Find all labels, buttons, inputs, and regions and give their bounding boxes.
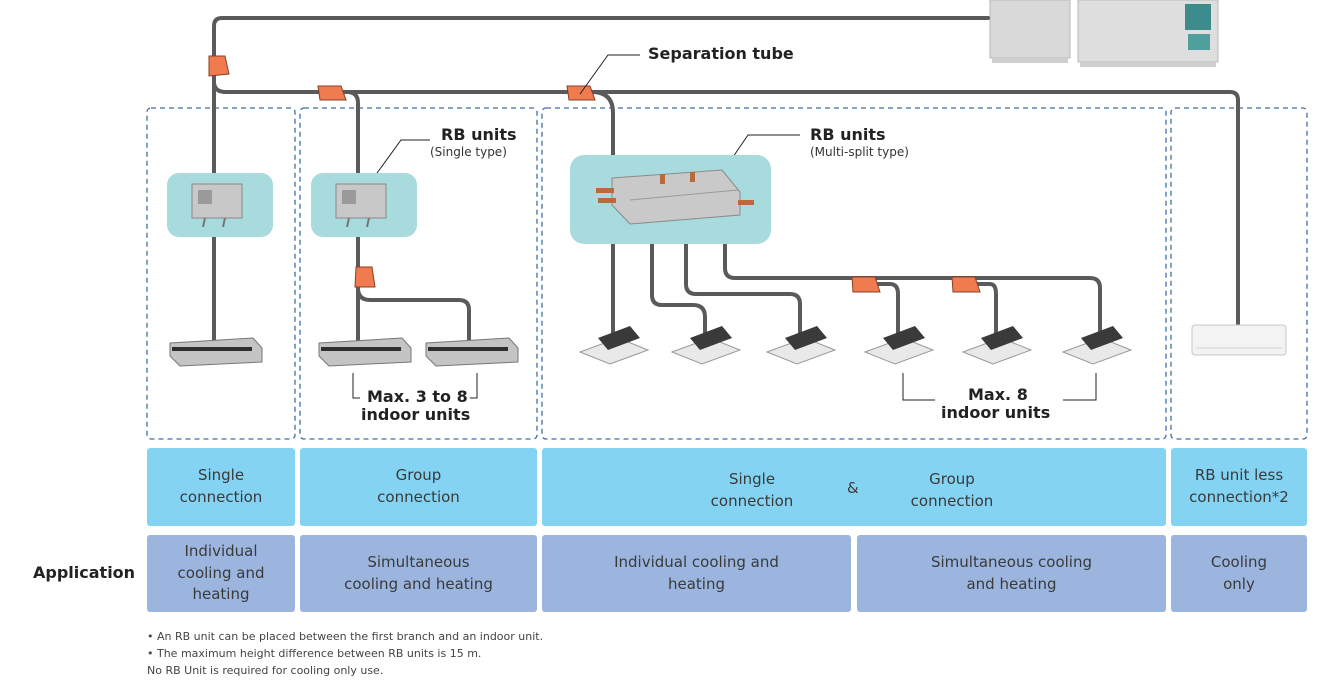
connection-text: RB unit less (1194, 466, 1284, 485)
rb-unit-single-icon (167, 173, 273, 237)
outdoor-unit-icon (989, 0, 1219, 67)
rb-multi-title: RB units (810, 125, 886, 144)
connection-cell-rb-less: RB unit less connection*2 (1171, 448, 1307, 526)
cassette-indoor-unit-icon (961, 326, 1033, 365)
connection-text: connection (377, 488, 460, 506)
wall-mounted-indoor-unit-icon (1191, 324, 1287, 356)
application-text: Simultaneous (367, 552, 470, 571)
connection-text: connection (910, 491, 994, 510)
cassette-indoor-unit-icon (670, 326, 742, 365)
application-cell: Individual cooling and heating (542, 535, 851, 612)
ampersand: & (847, 479, 859, 497)
refrigerant-piping (212, 16, 1240, 352)
separation-tube-label: Separation tube (648, 44, 794, 63)
application-text: Individual (184, 541, 258, 560)
group-box-group (299, 107, 538, 440)
footnote: No RB Unit is required for cooling only … (147, 664, 384, 677)
cassette-indoor-unit-icon (1061, 326, 1133, 365)
ducted-indoor-unit-icon (318, 337, 412, 367)
application-text: Individual cooling and (614, 552, 779, 571)
application-cell: Simultaneous cooling and heating (857, 535, 1166, 612)
connection-text: Group (929, 470, 975, 488)
separation-tube-icon (354, 266, 376, 288)
rb-unit-single-icon (311, 173, 417, 237)
group-max-line2: indoor units (361, 405, 471, 424)
connection-cell-single-and-group: Single connection & Group connection (542, 448, 1166, 526)
separation-tube-icons (208, 55, 981, 293)
rb-single-subtitle: (Single type) (430, 145, 507, 159)
connection-cell-single: Single connection (147, 448, 295, 526)
connection-text: Single (197, 466, 245, 485)
rb-single-title: RB units (441, 125, 517, 144)
footnotes: • An RB unit can be placed between the f… (147, 628, 543, 679)
connection-cell-group: Group connection (300, 448, 537, 526)
ducted-indoor-unit-icon (425, 337, 519, 367)
separation-tube-icon (317, 85, 347, 101)
separation-tube-icon (208, 55, 230, 77)
application-text: only (1223, 574, 1255, 593)
connection-text: Single (728, 470, 776, 488)
connection-text: connection*2 (1189, 488, 1289, 506)
application-label: Application (33, 563, 136, 582)
cassette-indoor-unit-icon (863, 326, 935, 365)
separation-tube-icon (851, 276, 881, 293)
application-cell: Individual cooling and heating (147, 535, 295, 612)
connection-text: connection (179, 488, 263, 506)
rb-unit-multi-icon (570, 155, 771, 244)
footnote: • The maximum height difference between … (147, 647, 482, 660)
application-text: cooling and (177, 563, 265, 582)
application-cell: Simultaneous cooling and heating (300, 535, 537, 612)
connection-text: connection (710, 491, 794, 510)
application-text: and heating (966, 574, 1057, 593)
multi-max-line2: indoor units (941, 403, 1051, 422)
group-box-multi (541, 107, 1167, 440)
rb-multi-subtitle: (Multi-split type) (810, 145, 909, 159)
cassette-indoor-unit-icon (578, 326, 650, 365)
application-text: Simultaneous cooling (930, 552, 1092, 571)
group-box-single (146, 107, 296, 440)
cassette-indoor-unit-icon (765, 326, 837, 365)
application-text: Cooling (1210, 552, 1268, 571)
ducted-indoor-unit-icon (169, 337, 263, 367)
footnote: • An RB unit can be placed between the f… (147, 630, 544, 643)
application-text: heating (192, 585, 250, 604)
application-text: heating (667, 574, 725, 593)
connection-text: Group (395, 466, 442, 485)
group-max-line1: Max. 3 to 8 (367, 387, 468, 406)
application-text: cooling and heating (344, 574, 493, 593)
separation-tube-icon (951, 276, 981, 293)
application-cell: Cooling only (1171, 535, 1307, 612)
multi-max-line1: Max. 8 (968, 385, 1028, 404)
